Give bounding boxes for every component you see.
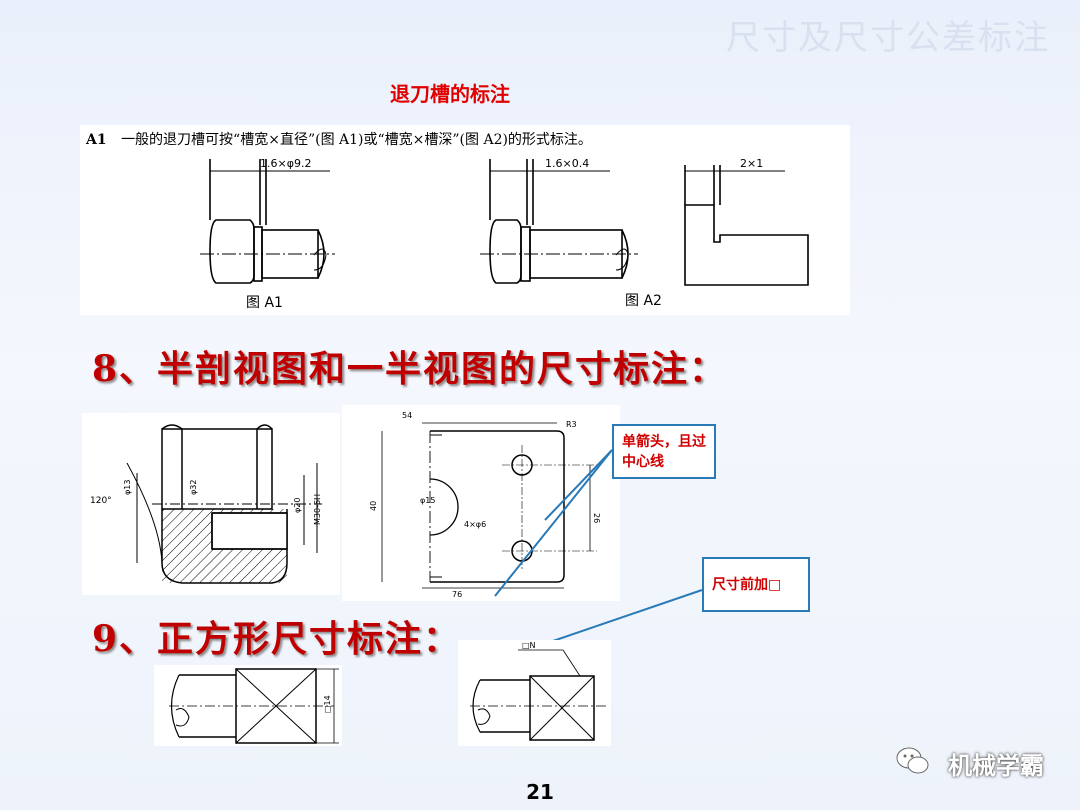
square-dim-left-drawing: □14 <box>169 668 339 744</box>
dim-phi-32: φ32 <box>189 480 198 495</box>
dim-phi-20: φ20 <box>293 498 302 513</box>
figure-a1-drawing <box>200 159 335 284</box>
dim-bottom-76: 76 <box>452 590 462 599</box>
dim-a2-left-label: 1.6×0.4 <box>545 157 589 170</box>
page-number: 21 <box>526 780 554 804</box>
undercut-figure-panel: A1 一般的退刀槽可按“槽宽×直径”(图 A1)或“槽宽×槽深”(图 A2)的形… <box>80 125 850 315</box>
dim-thread-m30: M30-6H <box>313 494 322 525</box>
undercut-drawings: 1.6×φ9.2 图 A1 1.6×0.4 2×1 图 A2 <box>200 157 809 311</box>
dim-square-14: □14 <box>323 695 332 713</box>
dim-phi-15: φ15 <box>420 496 435 505</box>
dim-height-40: 40 <box>369 501 378 511</box>
section-9-heading: 9、正方形尺寸标注： <box>92 618 462 660</box>
dim-26: 26 <box>592 513 601 523</box>
half-section-nut-panel: 120° φ13 φ32 φ20 M30-6H <box>82 413 340 595</box>
undercut-caption: 一般的退刀槽可按“槽宽×直径”(图 A1)或“槽宽×槽深”(图 A2)的形式标注… <box>121 132 592 148</box>
section-8-heading: 8、半剖视图和一半视图的尺寸标注： <box>92 348 728 390</box>
undercut-caption-prefix: A1 <box>86 132 107 148</box>
dim-phi-13: φ13 <box>123 480 132 495</box>
dim-square-n: □N <box>522 641 536 650</box>
square-dim-left-panel: □14 <box>154 665 342 746</box>
fig-a1-label: 图 A1 <box>246 295 283 311</box>
dim-angle-120: 120° <box>90 496 112 506</box>
fig-a2-label: 图 A2 <box>625 293 662 309</box>
callout-single-arrow: 单箭头，且过中心线 <box>612 424 716 479</box>
callout-square-prefix: 尺寸前加□ <box>702 557 810 612</box>
half-view-plate-panel: 54 R3 40 φ15 4×φ6 26 76 <box>342 405 620 601</box>
half-section-nut-drawing: 120° φ13 φ32 φ20 M30-6H <box>90 424 322 584</box>
figure-a2-shaft-drawing <box>480 159 638 284</box>
slide-header-title: 尺寸及尺寸公差标注 <box>726 18 1050 58</box>
half-view-plate-drawing: 54 R3 40 φ15 4×φ6 26 76 <box>369 411 601 599</box>
dim-a1-label: 1.6×φ9.2 <box>260 157 311 170</box>
dim-radius-r3: R3 <box>566 420 577 429</box>
undercut-title: 退刀槽的标注 <box>390 82 510 106</box>
dim-a2-right-label: 2×1 <box>740 157 763 170</box>
dim-top-54: 54 <box>402 411 412 420</box>
square-dim-right-drawing: □N <box>470 641 606 741</box>
watermark-text: 机械学霸 <box>948 752 1044 780</box>
square-dim-right-panel: □N <box>458 640 611 746</box>
wechat-icon <box>896 747 929 774</box>
figure-a2-block-drawing <box>684 165 809 286</box>
dim-holes-4x-phi-6: 4×φ6 <box>464 520 486 529</box>
